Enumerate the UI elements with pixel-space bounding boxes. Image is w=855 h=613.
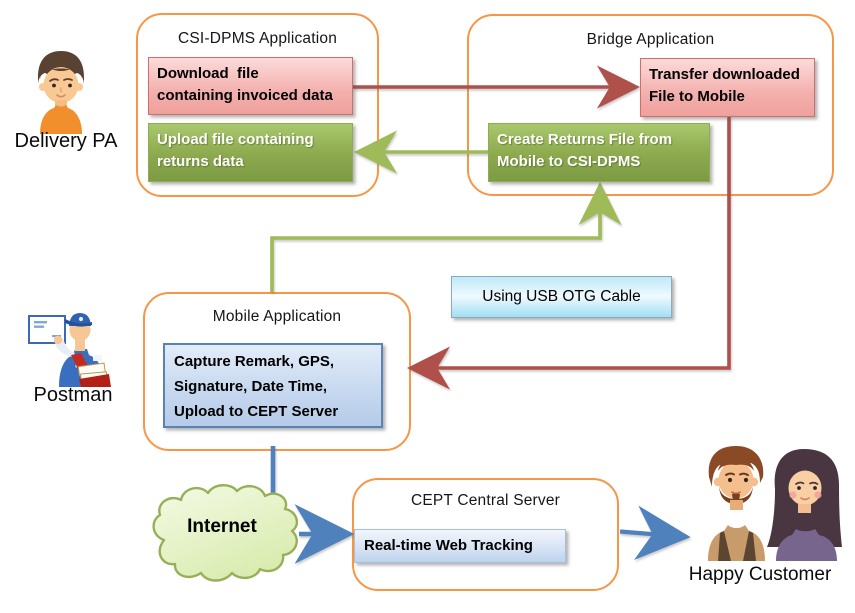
realtime-web-tracking-box: Real-time Web Tracking xyxy=(354,529,566,563)
upload-file-box: Upload file containing returns data xyxy=(148,123,353,182)
internet-label: Internet xyxy=(187,516,257,537)
transfer-file-box: Transfer downloaded File to Mobile xyxy=(640,58,815,117)
capture-remark-box: Capture Remark, GPS, Signature, Date Tim… xyxy=(163,343,383,428)
delivery-pa-label: Delivery PA xyxy=(14,130,118,152)
csi-dpms-application-container: CSI-DPMS Application xyxy=(136,13,379,197)
happy-customer-label: Happy Customer xyxy=(688,564,832,585)
happy-customer-icon xyxy=(708,446,842,561)
csi-dpms-application-title: CSI-DPMS Application xyxy=(177,30,338,47)
arrow-cept-to-customer xyxy=(619,505,691,560)
delivery-pa-icon xyxy=(38,51,84,134)
download-file-box: Download file containing invoiced data xyxy=(148,57,353,115)
internet-cloud: Internet xyxy=(144,476,306,588)
postman-icon xyxy=(28,313,111,387)
bridge-application-title: Bridge Application xyxy=(586,31,715,48)
create-returns-box: Create Returns File from Mobile to CSI-D… xyxy=(488,123,710,182)
usb-otg-cable-note: Using USB OTG Cable xyxy=(451,276,672,318)
mobile-application-title: Mobile Application xyxy=(212,308,342,325)
postman-label: Postman xyxy=(33,384,113,406)
cept-central-server-title: CEPT Central Server xyxy=(410,492,561,509)
